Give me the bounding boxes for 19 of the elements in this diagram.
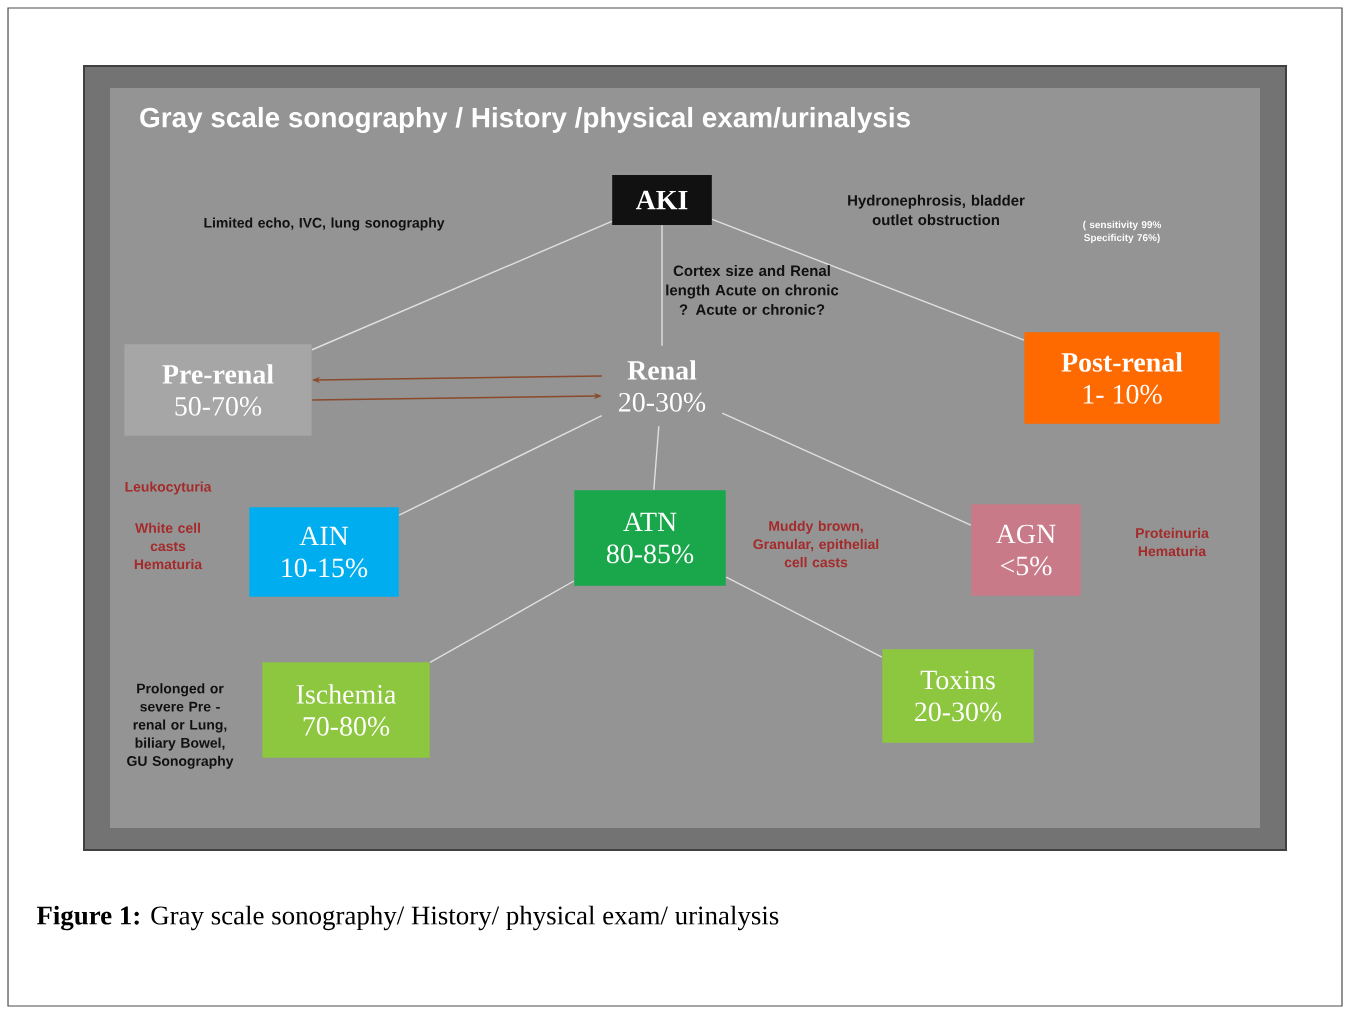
connector-line bbox=[311, 220, 613, 351]
connector-line bbox=[725, 576, 883, 658]
connector-line bbox=[711, 218, 1025, 341]
category-box: AIN 10-15% bbox=[249, 507, 399, 597]
connector-line bbox=[429, 580, 575, 664]
connector-line bbox=[721, 412, 972, 526]
connector-line bbox=[653, 425, 660, 491]
diagram-title: Gray scale sonography / History /physical exam/urinalysis bbox=[140, 106, 910, 134]
category-box: AKI bbox=[612, 175, 712, 225]
connector-line bbox=[398, 414, 603, 516]
category-box: Toxins 20-30% bbox=[882, 649, 1034, 743]
category-box: AGN <5% bbox=[971, 504, 1081, 596]
category-box: Ischemia 70-80% bbox=[262, 662, 430, 758]
figure-caption: Figure 1: Gray scale sonography/ History/ physical exam/ urinalysis bbox=[36, 905, 779, 931]
category-box: ATN 80-85% bbox=[574, 490, 726, 586]
category-box: Post-renal 1- 10% bbox=[1024, 332, 1220, 424]
category-box: Pre-renal 50-70% bbox=[124, 344, 312, 436]
category-label: Renal 20-30% bbox=[619, 360, 706, 412]
connector-line bbox=[661, 224, 663, 347]
